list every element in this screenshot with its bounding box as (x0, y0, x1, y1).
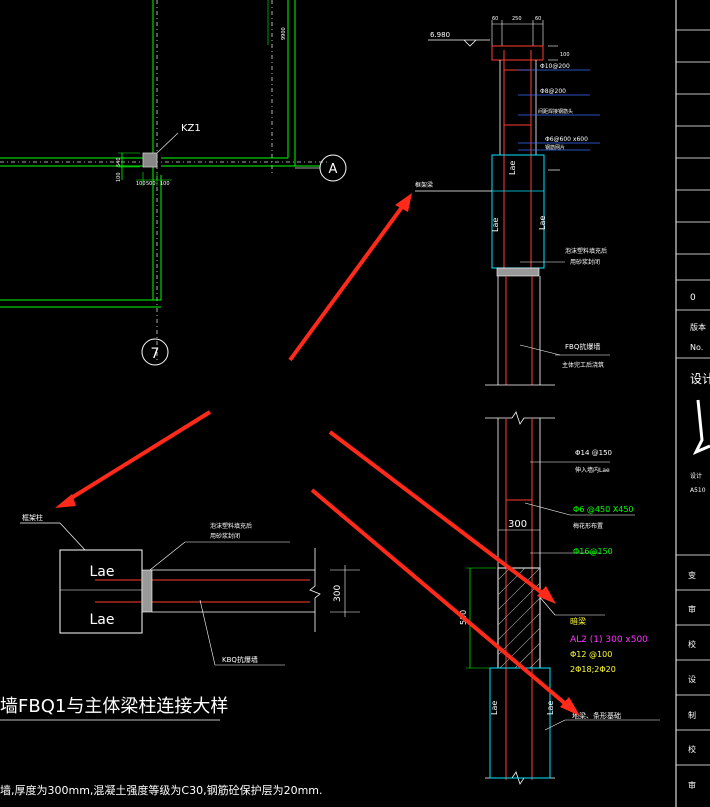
rebar-14-note: Φ14 @150 (575, 449, 612, 457)
plan-dim-100a: 100 (116, 172, 122, 182)
plan-dim-500: 500 (146, 181, 156, 187)
plan-view: KZ1 100 540 100 500 100 9900 A 7 (0, 0, 347, 366)
tb-row-5: 制 (688, 710, 696, 720)
top-dim-60b: 60 (535, 16, 541, 22)
note-rebar-10: Φ10@200 (540, 63, 570, 70)
plan-dim-100b: 100 (136, 181, 146, 187)
mesh-note-2: 梅花形布置 (573, 522, 603, 530)
title-block: 0 版本 No. 设计 设计 A510 变 审 校 设 制 校 审 (675, 0, 710, 807)
tb-row-3: 校 (688, 639, 696, 649)
signature-mark (692, 399, 710, 455)
tb-row-2: 审 (688, 604, 696, 614)
top-dim-60a: 60 (492, 16, 498, 22)
detail-lae-1: Lae (90, 564, 115, 580)
axis-bubble-7 (141, 338, 169, 366)
designer-id: A510 (690, 487, 706, 494)
detail-foam-2: 用砂浆封闭 (210, 532, 240, 540)
detail-foam-1: 泡沫塑料填充后 (210, 522, 252, 530)
annotation-arrows (55, 193, 580, 716)
elevation-label: 6.980 (430, 31, 450, 39)
rev-value: 0 (690, 293, 696, 303)
foam-note-1: 泡沫塑料填充后 (565, 247, 607, 255)
axis-label-7: 7 (151, 346, 160, 362)
tb-row-1: 变 (688, 570, 696, 580)
frame-beam-label: 框架梁 (415, 181, 433, 189)
width-300: 300 (508, 519, 527, 530)
rev-label-cn: 版本 (690, 322, 706, 332)
beam-stirrup: Φ12 @100 (570, 650, 612, 659)
top-dim-250: 250 (512, 16, 522, 22)
axis-label-a: A (329, 162, 338, 177)
designer-code: 设计 (690, 472, 702, 480)
plan-dim-9900: 9900 (281, 27, 287, 40)
footnote: 墙,厚度为300mm,混凝土强度等级为C30,钢筋砼保护层为20mm. (0, 783, 323, 797)
detail-wall-note: KBQ抗爆墙 (222, 655, 258, 664)
frame-column-label: 框架柱 (22, 513, 43, 522)
beam-title: 暗梁 (570, 616, 586, 626)
top-side-dim: 100 (560, 52, 570, 58)
tb-row-7: 审 (688, 780, 696, 790)
note-mesh-6: Φ6@600 x600 (545, 136, 588, 143)
plan-dim-100c: 100 (160, 181, 170, 187)
fbq-note-1: FBQ抗爆墙 (565, 342, 600, 351)
fbq-note-2: 主体完工后浇筑 (562, 361, 604, 369)
floor-note: 地梁、条形基础 (572, 711, 621, 720)
tb-row-6: 校 (688, 744, 696, 754)
note-rebar-8: Φ8@200 (540, 88, 566, 95)
lae-top-3: Lae (538, 216, 547, 230)
detail-dim-300: 300 (333, 585, 343, 602)
column-kz1 (142, 152, 158, 168)
note-mesh: 钢筋网片 (545, 144, 565, 151)
detail-view: 框架柱 Lae Lae 300 泡沫塑料填充后 用砂浆封闭 KBQ抗爆墙 (20, 513, 360, 666)
rebar-14-note-2: 伸入墙内Lae (575, 466, 610, 474)
note-weld: 间距焊接钢筋头 (538, 108, 573, 115)
plan-dim-540: 540 (116, 157, 122, 167)
tb-row-4: 设 (688, 674, 696, 684)
beam-code: AL2 (1) 300 x500 (570, 635, 648, 645)
rebar-16-note: Φ16@150 (573, 547, 613, 556)
lae-bot-2: Lae (546, 701, 555, 715)
lae-bot-1: Lae (490, 701, 499, 715)
rev-label-en: No. (690, 343, 703, 352)
lae-top-2: Lae (491, 218, 500, 232)
mesh-note: Φ6 @450 X450 (573, 505, 634, 514)
foam-note-2: 用砂浆封闭 (570, 258, 600, 266)
detail-lae-2: Lae (90, 612, 115, 628)
detail-title: 墙FBQ1与主体梁柱连接大样 (0, 696, 228, 717)
axis-bubble-a (319, 154, 347, 182)
lae-top-1: Lae (508, 161, 517, 175)
beam-main: 2Φ18;2Φ20 (570, 665, 616, 674)
design-label: 设计 (690, 372, 710, 386)
column-label: KZ1 (181, 123, 201, 134)
